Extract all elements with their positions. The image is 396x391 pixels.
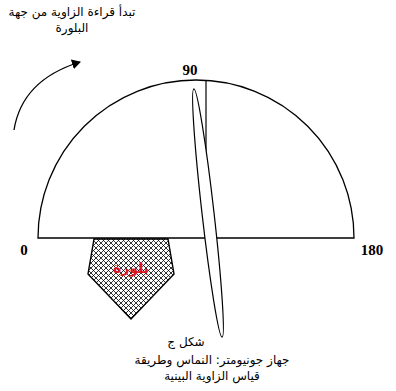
angle-mark: 0: [9, 240, 39, 260]
note-text: تبدأ قراءة الزاوية من جهة البلورة: [6, 4, 138, 36]
figure-label: شكل ج: [156, 334, 216, 350]
crystal-outline: [86, 238, 176, 320]
crystal-pentagon: بلورة: [86, 238, 176, 320]
contact-arm-ellipse: [188, 88, 228, 338]
ninety-line: [205, 81, 206, 205]
reading-direction-arrow: [14, 62, 80, 130]
protractor: [38, 80, 354, 238]
crystal-label: بلورة: [113, 260, 149, 276]
angle-mark: 90: [170, 60, 210, 80]
angle-mark: 180: [352, 240, 392, 260]
caption: جهاز جونيومتر: النماس وطريقة قياس الزاوي…: [127, 352, 297, 384]
